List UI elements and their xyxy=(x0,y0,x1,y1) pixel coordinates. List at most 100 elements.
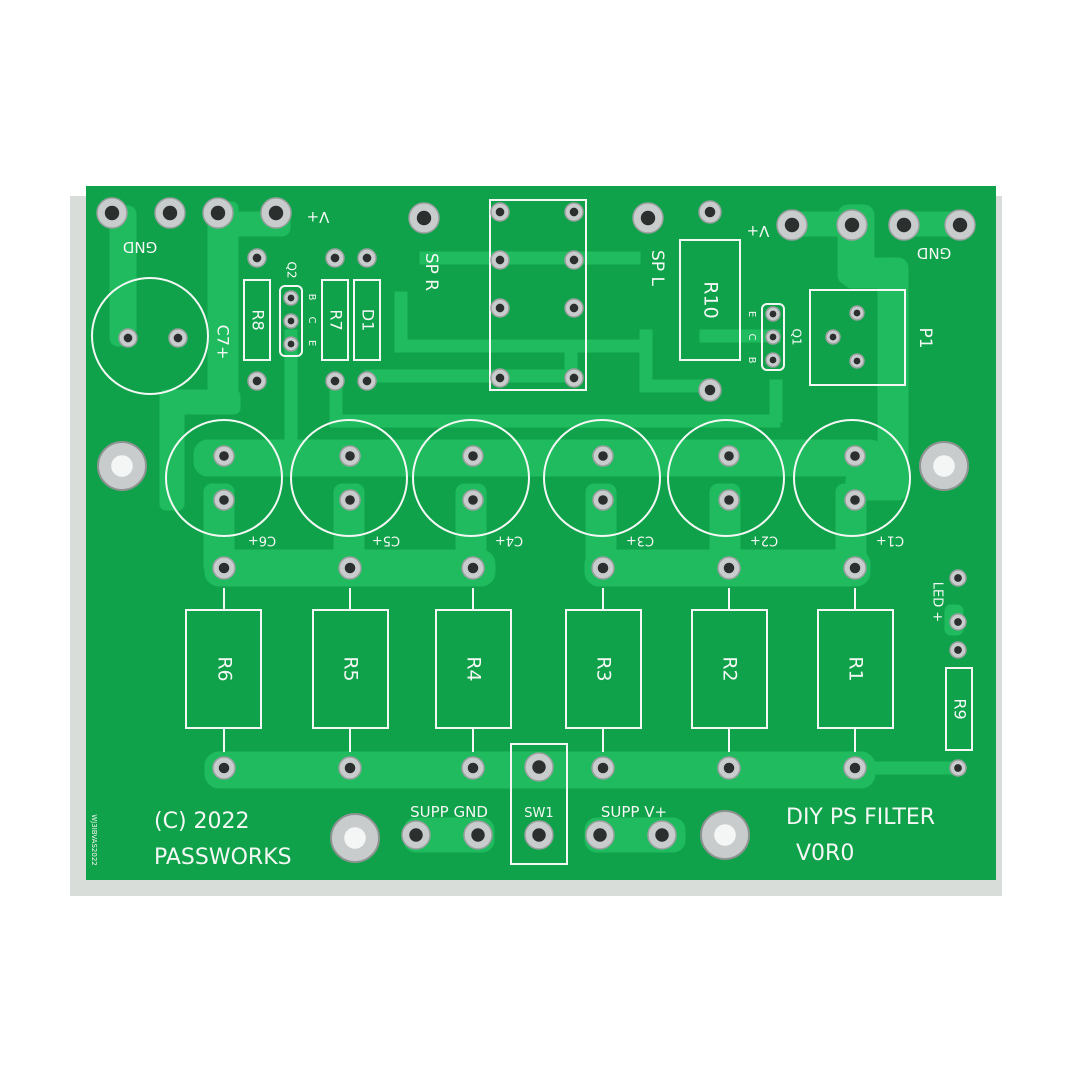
r10-pad xyxy=(698,200,722,224)
resistor-pad xyxy=(338,756,362,780)
cap-pad xyxy=(844,445,866,467)
c1-outline xyxy=(793,419,911,537)
terminal-pad xyxy=(836,209,868,241)
supply-pad xyxy=(647,820,677,850)
c4-outline xyxy=(412,419,530,537)
c7-outline xyxy=(91,277,209,395)
q2-pin-b: B xyxy=(306,294,317,301)
q1-pin-e: E xyxy=(746,311,757,317)
cap-pad xyxy=(462,489,484,511)
c5-outline xyxy=(290,419,408,537)
led-pad xyxy=(949,759,967,777)
resistor-pad xyxy=(461,556,485,580)
r4-label: R4 xyxy=(463,656,485,681)
r1-label: R1 xyxy=(845,656,867,681)
r8-label: R8 xyxy=(249,309,268,330)
q2-pad xyxy=(283,313,299,329)
cap-pad xyxy=(213,445,235,467)
mounting-hole xyxy=(97,441,147,491)
small-part-pad xyxy=(325,248,345,268)
vplus-right-label: V+ xyxy=(747,222,770,240)
board-title: DIY PS FILTER xyxy=(786,805,935,830)
switch-pad xyxy=(524,752,554,782)
q2-pin-c: C xyxy=(306,317,317,324)
q2-pad xyxy=(283,290,299,306)
supp-vplus-label: SUPP V+ xyxy=(601,803,667,821)
relay-pad xyxy=(564,250,584,270)
q1-pad xyxy=(765,329,781,345)
r3-label: R3 xyxy=(593,656,615,681)
gnd-left-label: GND xyxy=(123,238,157,256)
r7-outline xyxy=(321,279,349,361)
supply-pad xyxy=(585,820,615,850)
c2-outline xyxy=(667,419,785,537)
resistor-pad xyxy=(843,556,867,580)
r6-label: R6 xyxy=(214,656,236,681)
gnd-right-label: GND xyxy=(917,244,951,262)
p1-pad xyxy=(849,305,865,321)
p1-pad xyxy=(849,353,865,369)
relay-pad xyxy=(490,368,510,388)
r8-outline xyxy=(243,279,271,361)
resistor-pad xyxy=(461,756,485,780)
resistor-pad xyxy=(212,756,236,780)
led-pad xyxy=(949,613,967,631)
cap-pad xyxy=(718,445,740,467)
terminal-pad xyxy=(154,197,186,229)
q1-pin-c: C xyxy=(746,334,757,341)
d1-outline xyxy=(353,279,381,361)
c1-label: C1+ xyxy=(876,533,904,548)
q2-pin-e: E xyxy=(306,340,317,346)
c7-label: C7+ xyxy=(214,325,233,360)
p1-outline xyxy=(809,289,906,386)
sp-r-label: SP R xyxy=(421,253,441,291)
resistor-pad xyxy=(591,556,615,580)
p1-label: P1 xyxy=(915,327,935,348)
copyright-text: (C) 2022 xyxy=(154,809,250,834)
cap-pad xyxy=(213,489,235,511)
r10-pad xyxy=(698,378,722,402)
relay-outline xyxy=(489,199,587,391)
resistor-pad xyxy=(591,756,615,780)
supply-pad xyxy=(401,820,431,850)
sw1-label: SW1 xyxy=(524,806,553,821)
supp-gnd-label: SUPP GND xyxy=(410,803,488,821)
r10-label: R10 xyxy=(700,281,722,318)
q2-outline xyxy=(279,285,303,357)
d1-label: D1 xyxy=(359,309,378,332)
c4-label: C4+ xyxy=(495,533,523,548)
small-part-pad xyxy=(357,248,377,268)
cap-pad xyxy=(592,489,614,511)
cap-pad xyxy=(592,445,614,467)
cap-pad xyxy=(339,489,361,511)
cap-pad xyxy=(718,489,740,511)
sp-l-label: SP L xyxy=(647,250,667,286)
relay-pad xyxy=(490,298,510,318)
q1-pad xyxy=(765,352,781,368)
cap-pad xyxy=(462,445,484,467)
pads xyxy=(96,197,976,863)
mounting-hole xyxy=(700,810,750,860)
mounting-hole xyxy=(330,813,380,863)
terminal-pad xyxy=(944,209,976,241)
r9-label: R9 xyxy=(951,698,970,719)
c7-pad xyxy=(118,328,138,348)
resistor-pad xyxy=(843,756,867,780)
switch-pad xyxy=(524,820,554,850)
terminal-pad xyxy=(888,209,920,241)
c5-label: C5+ xyxy=(372,533,400,548)
terminal-pad xyxy=(408,202,440,234)
small-part-pad xyxy=(247,248,267,268)
cap-pad xyxy=(844,489,866,511)
led-pad xyxy=(949,641,967,659)
small-part-pad xyxy=(325,371,345,391)
resistor-pad xyxy=(717,756,741,780)
q1-pad xyxy=(765,306,781,322)
cap-pad xyxy=(339,445,361,467)
resistor-pad xyxy=(338,556,362,580)
edge-code: WJ3IBVAS2022 xyxy=(90,814,98,865)
q2-pad xyxy=(283,336,299,352)
terminal-pad xyxy=(632,202,664,234)
resistor-pad xyxy=(212,556,236,580)
